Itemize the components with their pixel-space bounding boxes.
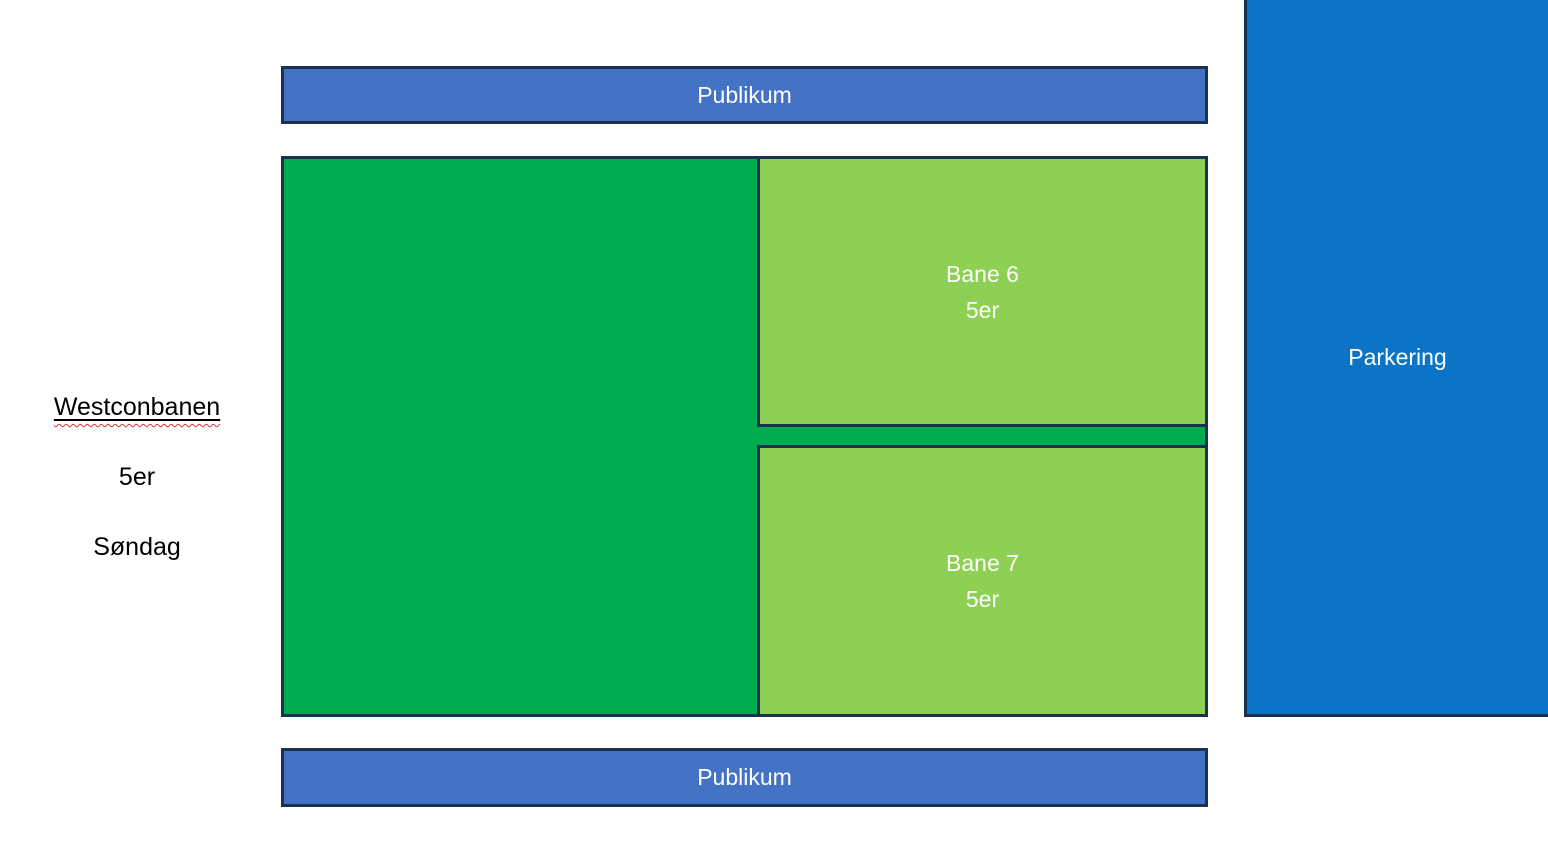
venue-label-block: Westconbanen 5er Søndag xyxy=(17,393,257,562)
bottom-stand-label: Publikum xyxy=(697,764,792,790)
parking-label: Parkering xyxy=(1348,343,1447,370)
pitch-bane-6: Bane 6 5er xyxy=(757,156,1208,427)
bottom-stand: Publikum xyxy=(281,748,1208,807)
pitch-size: 5er xyxy=(965,586,1000,612)
venue-name-text: Westconbanen xyxy=(53,393,221,421)
pitch-name: Bane 7 xyxy=(946,550,1019,576)
top-stand-label: Publikum xyxy=(697,81,792,108)
venue-day-label: Søndag xyxy=(93,533,181,561)
venue-size-label: 5er xyxy=(118,463,156,491)
pitch-bane-7: Bane 7 5er xyxy=(757,445,1208,717)
pitch-name: Bane 6 xyxy=(946,260,1019,287)
pitch-size: 5er xyxy=(965,296,1000,323)
venue-name-label: Westconbanen xyxy=(17,393,257,422)
parking-area: Parkering xyxy=(1244,0,1548,717)
top-stand: Publikum xyxy=(281,66,1208,124)
